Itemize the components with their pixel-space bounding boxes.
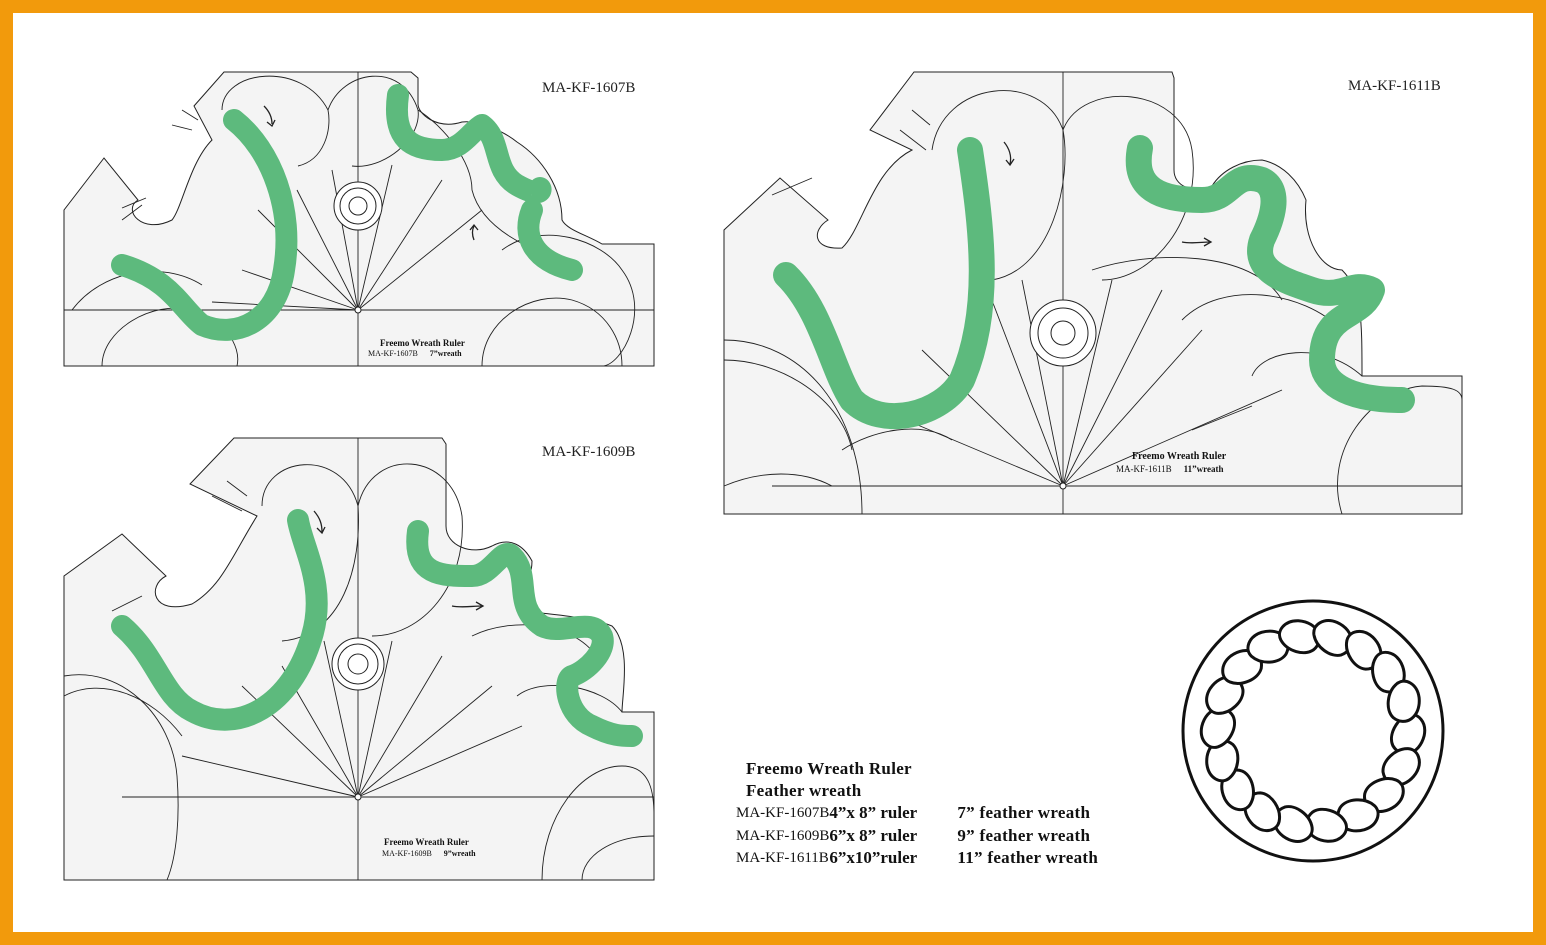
spec-code: MA-KF-1609B <box>736 827 830 844</box>
ruler-inner-code: MA-KF-1609B <box>382 849 432 858</box>
ruler-inner-subtitle: MA-KF-1607B 7”wreath <box>368 349 462 358</box>
green-guide-right <box>406 520 643 747</box>
ruler-1611b: MA-KF-1611B Freemo Wreath Ruler MA-KF-16… <box>722 70 1464 518</box>
ruler-inner-subtitle: MA-KF-1611B 11”wreath <box>1116 464 1224 474</box>
ruler-code-label: MA-KF-1609B <box>542 444 636 460</box>
ruler-code-label: MA-KF-1607B <box>542 80 636 96</box>
ruler-code-label: MA-KF-1611B <box>1348 78 1441 94</box>
spec-table: MA-KF-1607B 4”x 8” ruler 7” feather wrea… <box>736 802 1098 870</box>
ruler-inner-size: 9”wreath <box>443 849 476 858</box>
ruler-1609b: MA-KF-1609B Freemo Wreath Ruler MA-KF-16… <box>62 436 656 882</box>
spec-title: Freemo Wreath Ruler <box>746 759 912 778</box>
ruler-1609b-drawing <box>63 437 655 881</box>
spec-block: Freemo Wreath Ruler Feather wreath MA-KF… <box>736 758 1098 870</box>
ruler-1607b-drawing <box>63 71 655 367</box>
center-medallion <box>333 181 383 231</box>
spec-subtitle: Feather wreath <box>746 781 862 800</box>
spec-wreath-size: 9” feather wreath <box>957 825 1091 845</box>
wreath-feather <box>1386 679 1421 723</box>
green-guide-left <box>111 109 298 341</box>
feather-wreath-drawing <box>1181 599 1445 863</box>
ruler-inner-title: Freemo Wreath Ruler <box>380 338 465 348</box>
ruler-1611b-drawing <box>723 71 1463 515</box>
spec-ruler-size: 6”x10”ruler <box>829 848 918 867</box>
center-medallion <box>331 637 385 691</box>
green-guide-right <box>385 84 583 281</box>
spec-wreath-size: 7” feather wreath <box>957 803 1091 822</box>
spec-ruler-size: 4”x 8” ruler <box>829 803 918 822</box>
ruler-inner-size: 7”wreath <box>429 349 462 358</box>
ruler-1607b: MA-KF-1607B Freemo Wreath Ruler MA-KF-16… <box>62 70 656 370</box>
green-guide-right <box>1125 135 1415 413</box>
ruler-inner-code: MA-KF-1607B <box>368 349 418 358</box>
ruler-inner-title: Freemo Wreath Ruler <box>1132 451 1227 462</box>
spec-code: MA-KF-1607B <box>736 805 830 821</box>
ruler-inner-size: 11”wreath <box>1183 464 1224 474</box>
ruler-inner-code: MA-KF-1611B <box>1116 464 1172 474</box>
spec-ruler-size: 6”x 8” ruler <box>829 825 918 845</box>
spec-row: MA-KF-1609B 6”x 8” ruler 9” feather wrea… <box>736 825 1098 848</box>
spec-row: MA-KF-1607B 4”x 8” ruler 7” feather wrea… <box>736 802 1098 825</box>
spec-row: MA-KF-1611B 6”x10”ruler 11” feather wrea… <box>736 847 1098 870</box>
feather-wreath <box>1180 598 1446 869</box>
green-guide-left <box>773 137 995 430</box>
green-guide-left <box>111 509 328 731</box>
spec-code: MA-KF-1611B <box>736 850 829 866</box>
center-medallion <box>1029 299 1097 367</box>
spec-wreath-size: 11” feather wreath <box>957 848 1099 867</box>
ruler-inner-subtitle: MA-KF-1609B 9”wreath <box>382 849 476 858</box>
ruler-inner-title: Freemo Wreath Ruler <box>384 837 469 847</box>
